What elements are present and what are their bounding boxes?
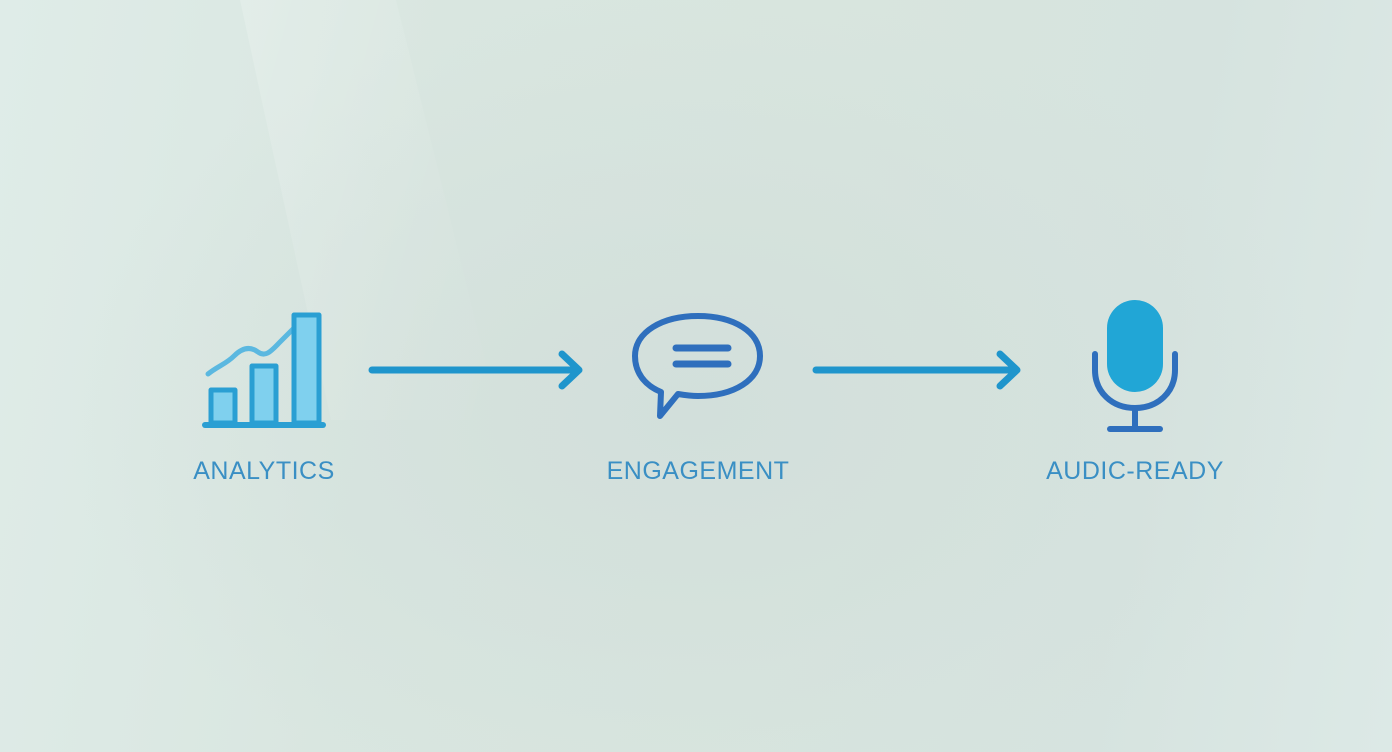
step-label-engagement: ENGAGEMENT [606,457,790,485]
step-audio-ready: AUDIC-READY [1046,292,1223,494]
bar-medium [249,363,279,426]
bar-large [291,312,322,426]
microphone-icon [1092,300,1178,432]
arrow-right-icon [812,350,1021,390]
trend-line [205,325,297,377]
chat-bubble-icon [632,313,763,419]
step-label-audio-ready: AUDIC-READY [1046,457,1224,485]
step-label-analytics: ANALYTICS [193,457,335,485]
step-analytics: ANALYTICS [193,304,335,494]
bar-small [208,387,238,426]
bar-chart-trend-icon [202,312,326,428]
step-engagement: ENGAGEMENT [607,304,789,494]
arrow-right-icon [368,350,583,390]
mic-capsule [1107,300,1163,392]
chat-bubble-outline [632,313,763,419]
